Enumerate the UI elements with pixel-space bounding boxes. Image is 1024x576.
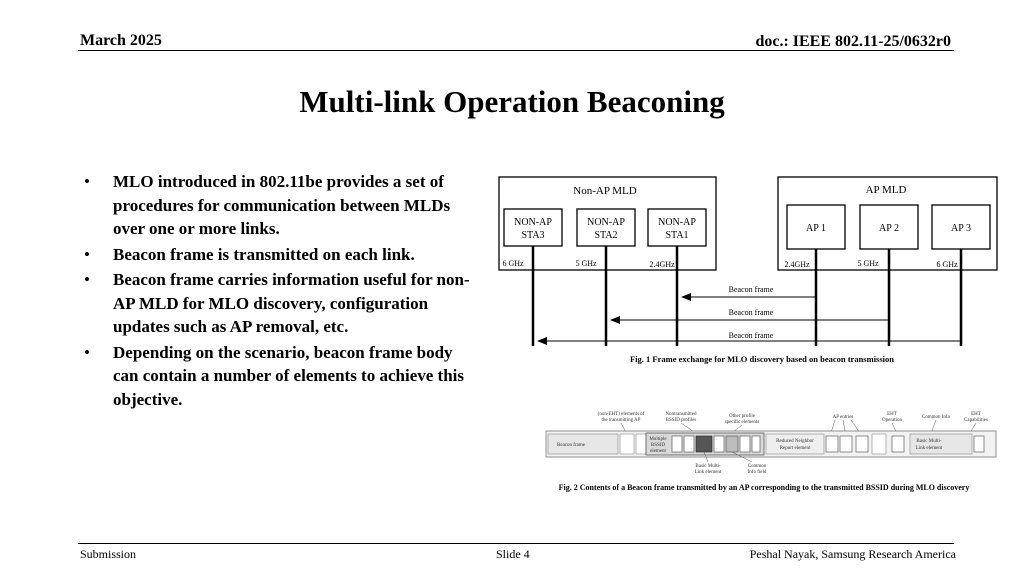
beacon-arrow-label-1: Beacon frame — [729, 285, 774, 294]
callout-nontx-2: BSSID profiles — [666, 418, 697, 423]
ap1-label: AP 1 — [806, 223, 826, 234]
beacon-arrow-label-3: Beacon frame — [729, 331, 774, 340]
sta2-label-line1: NON-AP — [587, 217, 625, 228]
ap3-box — [931, 204, 991, 250]
beacon-arrow-label-2: Beacon frame — [729, 308, 774, 317]
sta3-label-line1: NON-AP — [514, 217, 552, 228]
box-mbssid-2: BSSID — [651, 443, 666, 448]
bullet-item: •Depending on the scenario, beacon frame… — [84, 342, 464, 409]
ap1-band: 2.4GHz — [784, 260, 810, 269]
box-bml-2: Link element — [916, 446, 943, 451]
ap-mld-label: AP MLD — [866, 184, 907, 196]
box-bml-1: Basic Multi- — [916, 439, 941, 444]
box-mbssid-1: Multiple — [649, 437, 667, 442]
ap3-band: 6 GHz — [936, 260, 958, 269]
callout-nontx-1: Nontransmitted — [665, 412, 697, 417]
callout-common-2: Info field — [748, 470, 767, 475]
header-date: March 2025 — [80, 32, 162, 49]
footer-slide-number: Slide 4 — [496, 547, 530, 561]
callout-eht-cap-2: Capabilities — [964, 418, 988, 423]
footer-submission: Submission — [80, 547, 137, 561]
bullet-list: •MLO introduced in 802.11be provides a s… — [82, 170, 482, 413]
sta1-label-line2: STA1 — [665, 230, 688, 241]
sta2-band: 5 GHz — [575, 259, 597, 268]
footer-author: Peshal Nayak, Samsung Research America — [749, 547, 956, 561]
callout-non-eht-1: (non-EHT) elements of — [598, 412, 645, 417]
sta1-band: 2.4GHz — [649, 260, 675, 269]
callout-other-1: Other profile — [729, 414, 756, 419]
sta1-box — [647, 208, 707, 247]
callout-non-eht-2: the transmitting AP — [602, 418, 641, 423]
ap2-box — [859, 204, 919, 250]
ap3-label: AP 3 — [951, 223, 971, 234]
header-rule — [78, 50, 954, 51]
box-mbssid-3: element — [650, 449, 666, 454]
callout-other-2: specific elements — [725, 420, 760, 425]
callout-common-1: Common — [748, 464, 767, 469]
footer-rule — [78, 543, 954, 544]
callout-bml-2: Link element — [695, 470, 722, 475]
sta3-label-line2: STA3 — [521, 230, 544, 241]
non-ap-mld-label: Non-AP MLD — [573, 185, 637, 197]
bullet-item: •Beacon frame carries information useful… — [84, 270, 470, 336]
callout-eht-cap-1: EHT — [971, 412, 981, 417]
box-rnr-2: Report element — [780, 446, 811, 451]
sta3-box — [503, 208, 563, 247]
sta3-band: 6 GHz — [502, 259, 524, 268]
callout-eht-op-1: EHT — [887, 412, 897, 417]
callout-eht-op-2: Operation — [882, 418, 902, 423]
callout-common-info: Common Info — [922, 415, 951, 420]
ap2-band: 5 GHz — [857, 259, 879, 268]
sta2-label-line2: STA2 — [594, 230, 617, 241]
figure-2-caption: Fig. 2 Contents of a Beacon frame transm… — [559, 483, 970, 492]
callout-bml-1: Basic Multi- — [695, 464, 720, 469]
box-rnr-1: Reduced Neighbor — [776, 439, 814, 444]
figure-2-diagram: (non-EHT) elements of the transmitting A… — [545, 412, 997, 475]
box-beacon-frame: Beacon frame — [557, 443, 586, 448]
header-doc: doc.: IEEE 802.11-25/0632r0 — [755, 33, 951, 50]
figure-1-caption: Fig. 1 Frame exchange for MLO discovery … — [630, 354, 894, 364]
bullet-item: •Beacon frame is transmitted on each lin… — [84, 244, 415, 264]
callout-ap-entries: AP entries — [833, 415, 854, 420]
sta2-box — [576, 208, 636, 247]
slide-title: Multi-link Operation Beaconing — [299, 84, 725, 119]
ap2-label: AP 2 — [879, 223, 899, 234]
sta1-label-line1: NON-AP — [658, 217, 696, 228]
bullet-item: •MLO introduced in 802.11be provides a s… — [84, 172, 451, 238]
